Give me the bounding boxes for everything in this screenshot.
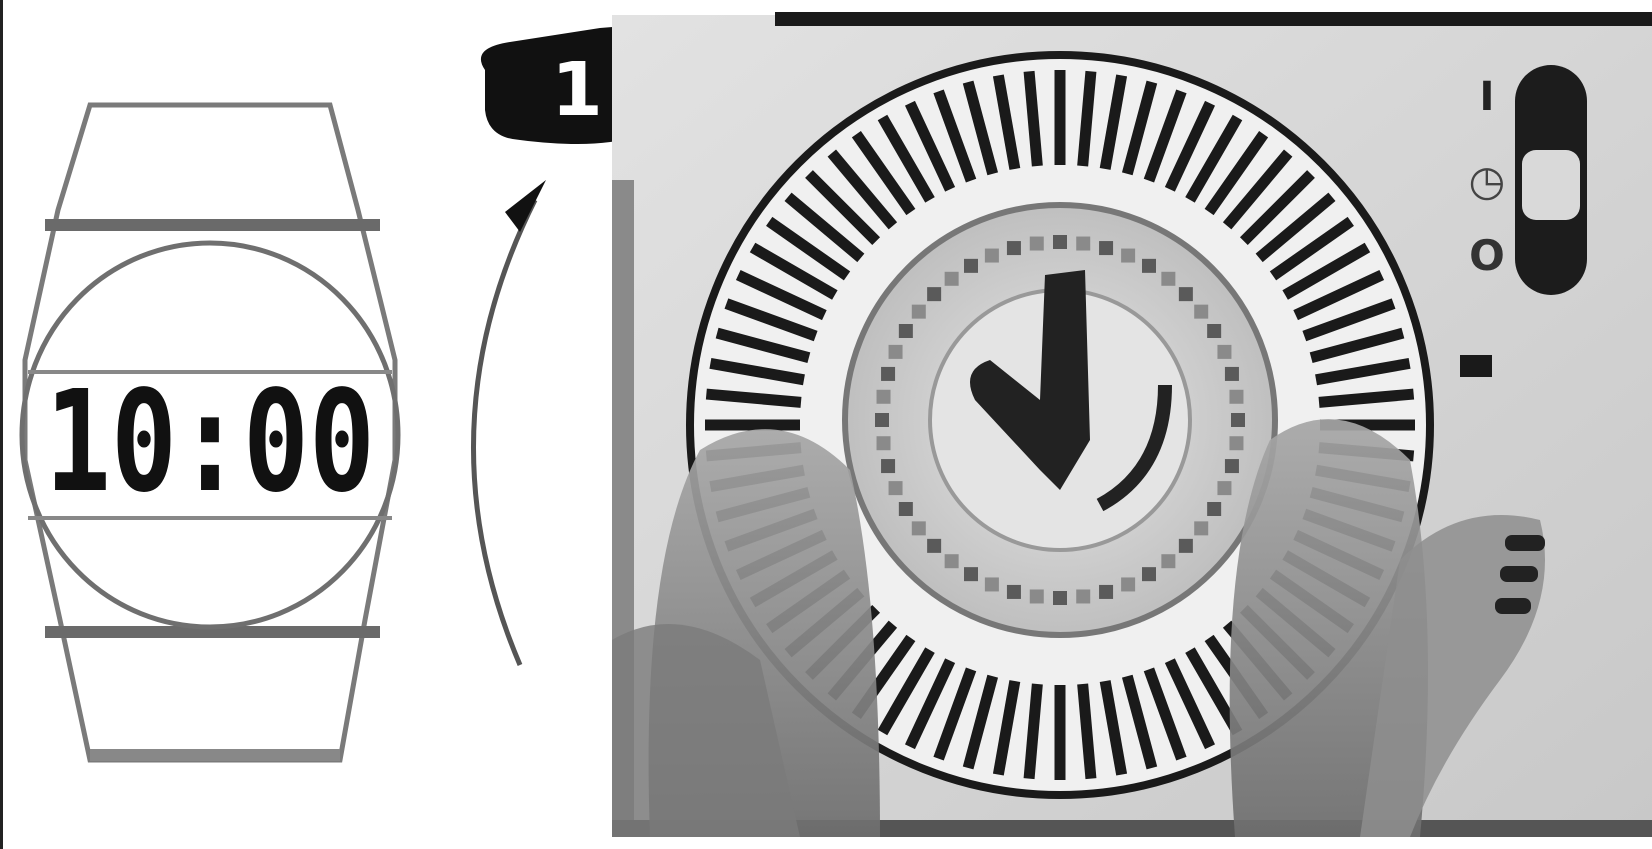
dial-mark bbox=[985, 249, 999, 263]
dial-mark bbox=[1121, 577, 1135, 591]
dial-mark bbox=[927, 539, 941, 553]
dial-mark bbox=[964, 259, 978, 273]
timer-display-time: 10:00 bbox=[45, 361, 375, 524]
dial-mark bbox=[964, 567, 978, 581]
mechanical-timer-photo: I ◷ O bbox=[612, 12, 1652, 837]
dial-mark bbox=[881, 367, 895, 381]
dial-mark bbox=[1076, 589, 1090, 603]
dial-mark bbox=[1231, 413, 1245, 427]
dial-mark bbox=[1207, 324, 1221, 338]
dial-mark bbox=[1229, 390, 1243, 404]
dial-mark bbox=[1225, 367, 1239, 381]
dial-mark bbox=[1007, 585, 1021, 599]
dial-mark bbox=[1217, 481, 1231, 495]
digital-timer-drawing: 10:00 bbox=[22, 105, 398, 760]
dial-mark bbox=[912, 521, 926, 535]
dial-mark bbox=[1007, 241, 1021, 255]
mode-switch-knob[interactable] bbox=[1522, 150, 1580, 220]
dial-mark bbox=[1053, 591, 1067, 605]
dial-mark bbox=[1053, 235, 1067, 249]
dial-pointer-mark bbox=[1460, 355, 1492, 377]
dial-mark bbox=[1099, 585, 1113, 599]
dial-mark bbox=[889, 481, 903, 495]
mode-switch-label-timer: ◷ bbox=[1469, 156, 1506, 205]
rotation-arrow bbox=[473, 180, 546, 665]
dial-mark bbox=[1142, 567, 1156, 581]
dial-mark bbox=[1161, 272, 1175, 286]
dial-mark bbox=[1076, 237, 1090, 251]
dial-mark bbox=[1207, 502, 1221, 516]
rotation-arrow-arc bbox=[473, 200, 535, 665]
dial-mark bbox=[1030, 589, 1044, 603]
dial-mark bbox=[1217, 345, 1231, 359]
dial-mark bbox=[1142, 259, 1156, 273]
dial-mark bbox=[1161, 554, 1175, 568]
mode-switch-label-off: O bbox=[1469, 231, 1505, 280]
dial-mark bbox=[1194, 305, 1208, 319]
step-number: 1 bbox=[551, 47, 603, 133]
dial-mark bbox=[899, 324, 913, 338]
dial-mark bbox=[899, 502, 913, 516]
dial-mark bbox=[927, 287, 941, 301]
photo-top-edge bbox=[775, 12, 1652, 26]
dial-mark bbox=[1030, 237, 1044, 251]
left-border bbox=[0, 0, 3, 849]
dial-mark bbox=[889, 345, 903, 359]
dial-mark bbox=[881, 459, 895, 473]
dial-mark bbox=[1194, 521, 1208, 535]
dial-mark bbox=[912, 305, 926, 319]
dial-mark bbox=[877, 436, 891, 450]
dial-mark bbox=[1179, 539, 1193, 553]
dial-mark bbox=[945, 554, 959, 568]
dial-mark bbox=[875, 413, 889, 427]
dial-mark bbox=[1179, 287, 1193, 301]
dial-mark bbox=[1121, 249, 1135, 263]
dial-mark bbox=[1225, 459, 1239, 473]
dial-mark bbox=[877, 390, 891, 404]
dial-mark bbox=[1229, 436, 1243, 450]
dial-mark bbox=[985, 577, 999, 591]
dial-mark bbox=[1099, 241, 1113, 255]
mode-switch-label-on: I bbox=[1480, 74, 1495, 120]
dial-mark bbox=[945, 272, 959, 286]
